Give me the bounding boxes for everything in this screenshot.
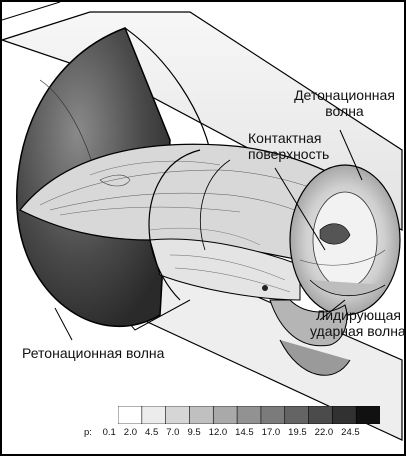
legend-swatch xyxy=(118,406,142,424)
legend-tick-label: 12.0 xyxy=(209,427,228,438)
legend-swatch xyxy=(142,406,166,424)
legend-tick-label: 19.5 xyxy=(288,427,307,438)
legend-swatch xyxy=(309,406,333,424)
legend-colorbar xyxy=(118,406,380,424)
contact-surface-label: Контактная поверхность xyxy=(248,130,329,162)
legend-tick-label: 4.5 xyxy=(145,427,158,438)
leading-shock-label: Лидирующая ударная волна xyxy=(316,307,406,339)
detonation-wave-label-line2: волна xyxy=(287,103,402,119)
detonation-wave-surface xyxy=(290,165,400,315)
detonation-wave-label-line1: Детонационная xyxy=(287,87,402,103)
legend-swatch xyxy=(166,406,190,424)
contact-surface-label-line1: Контактная xyxy=(248,130,329,146)
legend-tick-label: 22.0 xyxy=(315,427,334,438)
legend-tick-labels: p: 0.1 2.0 4.5 7.0 9.5 12.0 14.5 17.0 19.5 22.0 24… xyxy=(84,427,368,438)
legend-tick-label: 14.5 xyxy=(235,427,254,438)
legend-tick-label: 2.0 xyxy=(124,427,137,438)
contact-surface-label-line2: поверхность xyxy=(248,146,329,162)
legend-swatch xyxy=(332,406,356,424)
legend-swatch xyxy=(213,406,237,424)
leading-shock-label-line1: Лидирующая xyxy=(316,307,406,323)
legend-tick-label: 7.0 xyxy=(166,427,179,438)
retonation-wave-label: Ретонационная волна xyxy=(22,345,164,361)
legend-swatch xyxy=(261,406,285,424)
legend-swatch xyxy=(237,406,261,424)
legend-variable-label: p: xyxy=(84,427,92,438)
legend-swatch xyxy=(356,406,380,424)
legend-swatch xyxy=(189,406,213,424)
leading-shock-label-line2: ударная волна xyxy=(310,323,406,339)
detonation-wave-label: Детонационная волна xyxy=(287,87,402,119)
legend-tick-label: 9.5 xyxy=(187,427,200,438)
legend-tick-label: 0.1 xyxy=(103,427,116,438)
legend-tick-label: 17.0 xyxy=(262,427,281,438)
legend-swatch xyxy=(285,406,309,424)
legend-tick-label: 24.5 xyxy=(341,427,360,438)
